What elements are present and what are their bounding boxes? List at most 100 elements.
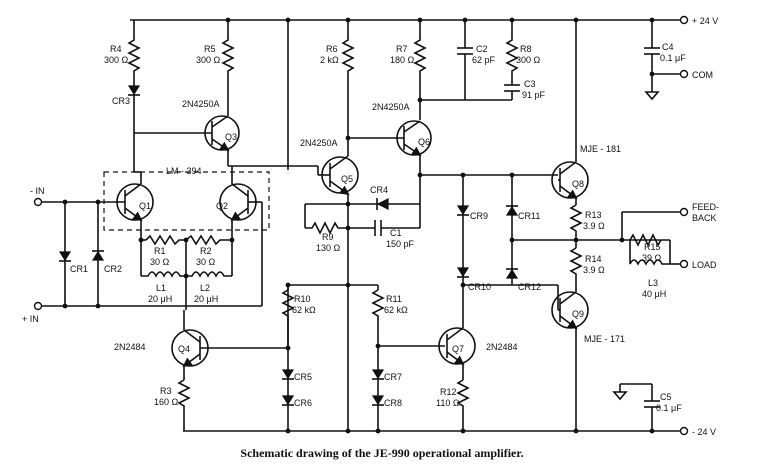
vneg-label: - 24 V [692, 427, 716, 437]
vneg-terminal[interactable] [679, 426, 689, 436]
com-terminal[interactable] [679, 69, 689, 79]
ground-icon [612, 384, 628, 401]
r13-resistor [569, 204, 583, 248]
cr2-label: CR2 [104, 264, 122, 274]
q4-type-label: 2N2484 [114, 342, 146, 352]
cr7-diode [371, 369, 385, 380]
junction-dots [62, 17, 655, 434]
q9-transistor [551, 285, 589, 431]
r15-label: R15 [644, 242, 661, 252]
feedback-label-line2: BACK [692, 213, 717, 223]
r7-resistor [413, 20, 427, 120]
r13-value: 3.9 Ω [583, 221, 605, 231]
cr8-diode [371, 395, 385, 406]
r14-value: 3.9 Ω [583, 265, 605, 275]
cr12-label: CR12 [518, 282, 541, 292]
cr4-label: CR4 [370, 185, 388, 195]
q1-label: Q1 [139, 201, 151, 211]
q2-transistor [219, 166, 263, 306]
q9-label: Q9 [572, 309, 584, 319]
r12-label: R12 [440, 387, 457, 397]
cr8-label: CR8 [384, 398, 402, 408]
r5-resistor [221, 20, 235, 100]
positive-rail [130, 15, 689, 25]
q3-type-label: 2N4250A [182, 99, 220, 109]
c4-value: 0.1 μF [660, 53, 686, 63]
q5-label: Q5 [341, 174, 353, 184]
lm394-package-outline [103, 171, 270, 231]
ground-icon [644, 91, 660, 101]
cr7-label: CR7 [384, 372, 402, 382]
c2-label: C2 [476, 44, 488, 54]
c1-label: C1 [390, 228, 402, 238]
l3-value: 40 μH [642, 289, 666, 299]
c4-capacitor [644, 20, 689, 92]
q5-transistor [317, 140, 359, 260]
q2-label: Q2 [216, 201, 228, 211]
r11-resistor [371, 285, 385, 431]
vpos-label: + 24 V [692, 16, 718, 26]
r11-label: R11 [386, 294, 402, 304]
l3-inductor [629, 240, 671, 266]
q8-label: Q8 [572, 179, 584, 189]
cr1-label: CR1 [70, 264, 88, 274]
negative-rail [183, 426, 689, 436]
l2-label: L2 [200, 283, 210, 293]
l1-label: L1 [156, 283, 166, 293]
q7-type-label: 2N2484 [486, 342, 518, 352]
q4-label: Q4 [178, 344, 190, 354]
r8-value: 300 Ω [516, 55, 541, 65]
r15-value: 39 Ω [642, 253, 662, 263]
cr9-label: CR9 [470, 211, 488, 221]
r7-label: R7 [396, 44, 408, 54]
q8-type-label: MJE - 181 [580, 144, 621, 154]
l3-label: L3 [648, 278, 658, 288]
r3-label: R3 [160, 386, 172, 396]
r12-value: 110 Ω [436, 398, 460, 408]
load-label: LOAD [692, 260, 717, 270]
l1-inductor [141, 271, 186, 278]
cr3-diode [127, 78, 141, 135]
c1-value: 150 pF [386, 239, 415, 249]
q9-type-label: MJE - 171 [584, 334, 625, 344]
r1-label: R1 [154, 246, 166, 256]
l1-value: 20 μH [148, 294, 172, 304]
cr10-diode [456, 260, 470, 318]
r6-value: 2 kΩ [320, 55, 339, 65]
r11-value: 62 kΩ [384, 305, 408, 315]
r12-resistor [456, 379, 470, 431]
r13-label: R13 [585, 210, 602, 220]
feedback-terminal[interactable] [679, 207, 689, 217]
r4-label: R4 [110, 44, 122, 54]
vpos-terminal[interactable] [679, 15, 689, 25]
cr5-diode [281, 369, 295, 380]
c5-capacitor [620, 383, 660, 431]
feedback-node [621, 207, 689, 240]
c3-capacitor [504, 80, 520, 100]
cr3-label: CR3 [112, 96, 130, 106]
r6-resistor [341, 20, 355, 140]
inverting-input-terminal[interactable] [33, 197, 43, 207]
r4-resistor [127, 20, 141, 78]
r1-resistor [141, 234, 186, 246]
load-terminal[interactable] [679, 259, 689, 269]
r14-label: R14 [585, 254, 602, 264]
labels: + 24 V - 24 V COM FEED- BACK LOAD - IN +… [22, 16, 719, 460]
r8-resistor [505, 20, 519, 80]
r4-value: 300 Ω [104, 55, 129, 65]
cr11-diode [505, 175, 519, 285]
r8-label: R8 [520, 44, 532, 54]
com-label: COM [692, 70, 713, 80]
r5-label: R5 [204, 44, 216, 54]
q6-type-label: 2N4250A [372, 102, 410, 112]
q7-transistor [438, 318, 476, 380]
r6-label: R6 [326, 44, 338, 54]
c5-label: C5 [660, 392, 672, 402]
cr6-label: CR6 [294, 398, 312, 408]
r9-resistor [304, 204, 348, 235]
r1-value: 30 Ω [150, 257, 170, 267]
noninverting-input-terminal[interactable] [33, 301, 43, 311]
c4-label: C4 [662, 42, 674, 52]
r14-resistor [569, 247, 583, 292]
